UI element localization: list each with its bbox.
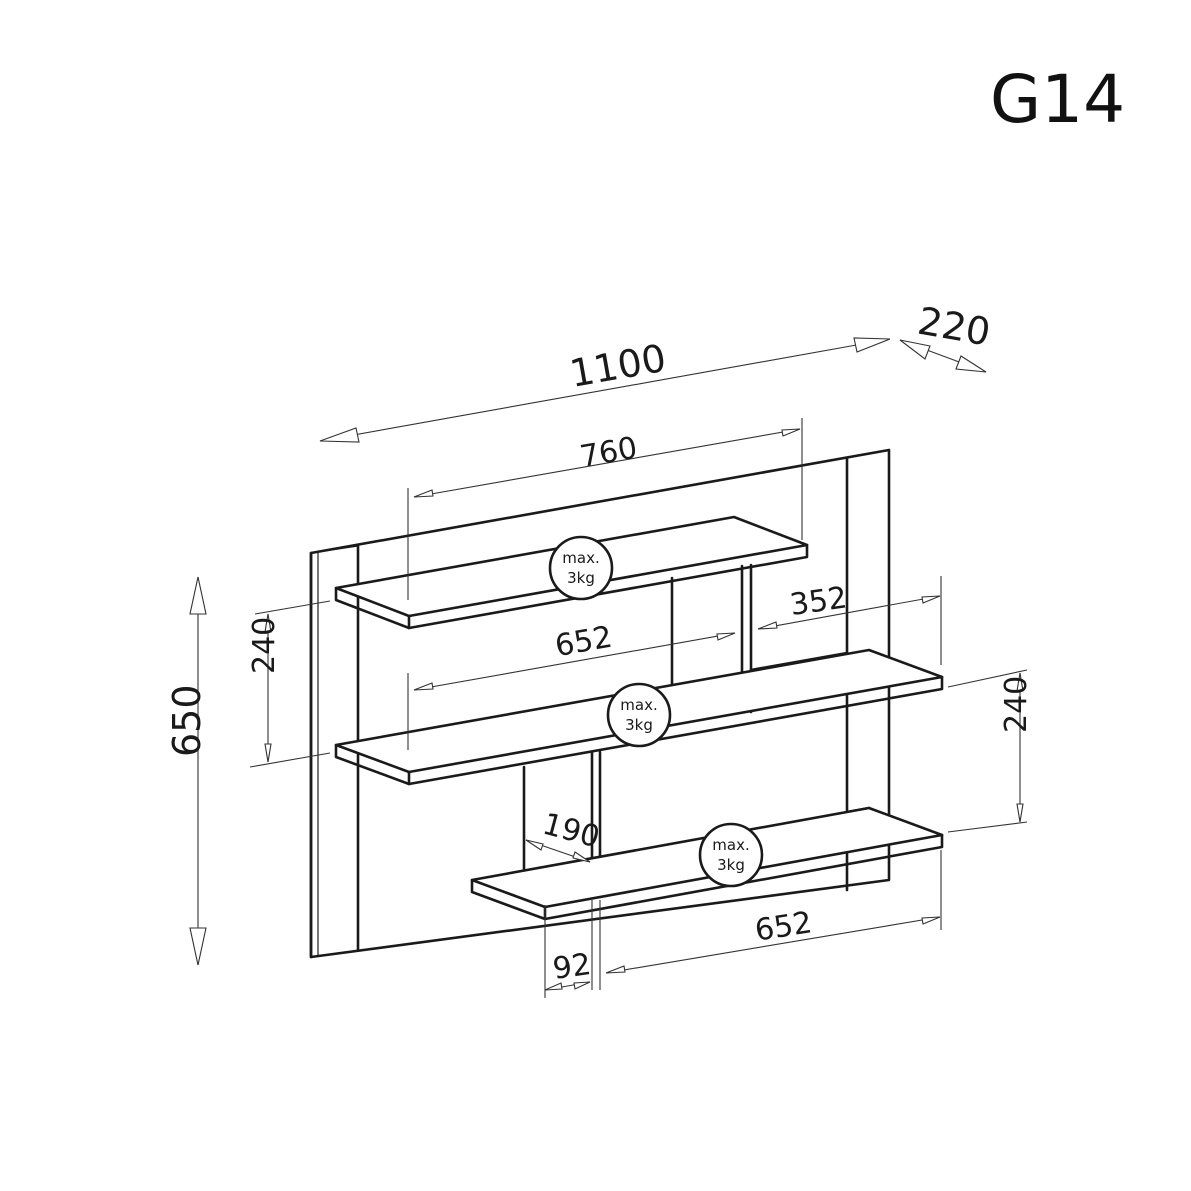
load-badge-bottom: max. 3kg xyxy=(698,822,764,888)
dimension-lower-offset: 92 xyxy=(544,900,594,998)
dimension-left-spacing-label: 240 xyxy=(247,617,282,674)
dimension-middle-shelf-label: 652 xyxy=(552,620,614,664)
dimension-right-spacing: 240 xyxy=(947,669,1034,833)
dimension-left-spacing: 240 xyxy=(247,600,331,768)
dimension-total-height: 650 xyxy=(165,576,209,966)
load-badge-bottom-line2: 3kg xyxy=(717,856,745,874)
load-badge-top-line1: max. xyxy=(562,549,599,567)
dimension-total-width: 1100 xyxy=(319,336,891,443)
dimension-bottom-shelf-label: 652 xyxy=(752,905,814,949)
dimension-right-upper: 352 xyxy=(757,576,942,665)
dimension-depth: 220 xyxy=(899,299,994,373)
load-badge-top: max. 3kg xyxy=(548,535,614,601)
load-badge-bottom-line1: max. xyxy=(712,836,749,854)
dimension-right-upper-label: 352 xyxy=(788,580,850,623)
load-badge-middle: max. 3kg xyxy=(606,682,672,748)
dimension-top-shelf-label: 760 xyxy=(577,430,639,474)
load-badge-middle-line2: 3kg xyxy=(625,716,653,734)
model-code: G14 xyxy=(990,61,1125,138)
load-badge-middle-line1: max. xyxy=(620,696,657,714)
dimension-total-width-label: 1100 xyxy=(566,336,669,396)
dimension-middle-shelf: 652 xyxy=(407,620,736,750)
dimension-right-spacing-label: 240 xyxy=(999,676,1034,733)
dimension-total-height-label: 650 xyxy=(165,684,209,757)
dimension-bottom-shelf: 652 xyxy=(599,850,942,990)
dimension-lower-offset-label: 92 xyxy=(551,947,594,987)
load-badge-top-line2: 3kg xyxy=(567,569,595,587)
